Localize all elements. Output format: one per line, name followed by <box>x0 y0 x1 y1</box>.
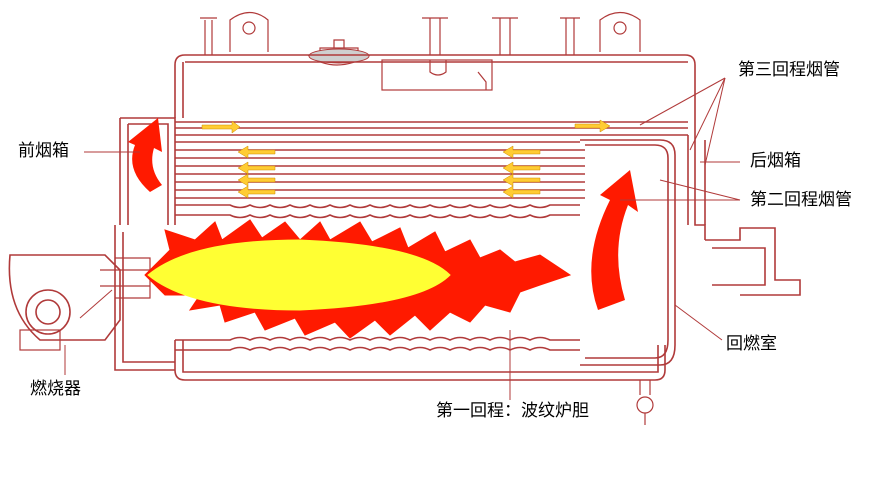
corrugated-furnace <box>175 204 580 351</box>
label-front-smoke-box: 前烟箱 <box>18 141 69 161</box>
label-first-pass-furnace: 第一回程：波纹炉胆 <box>436 401 589 421</box>
top-fittings <box>200 11 641 55</box>
label-reversal-chamber: 回燃室 <box>726 334 777 354</box>
burner <box>8 254 151 351</box>
boiler-shell <box>114 54 801 425</box>
steam-outlet <box>381 59 493 91</box>
manhole <box>307 39 371 66</box>
flow-arrows-large <box>128 118 638 310</box>
label-second-pass-tubes: 第二回程烟管 <box>750 190 852 210</box>
label-burner: 燃烧器 <box>30 379 81 399</box>
flow-arrows-small <box>201 119 611 199</box>
leader-lines <box>64 77 741 400</box>
label-rear-smoke-box: 后烟箱 <box>750 151 801 171</box>
label-third-pass-tubes: 第三回程烟管 <box>738 60 840 80</box>
flame <box>144 219 572 339</box>
